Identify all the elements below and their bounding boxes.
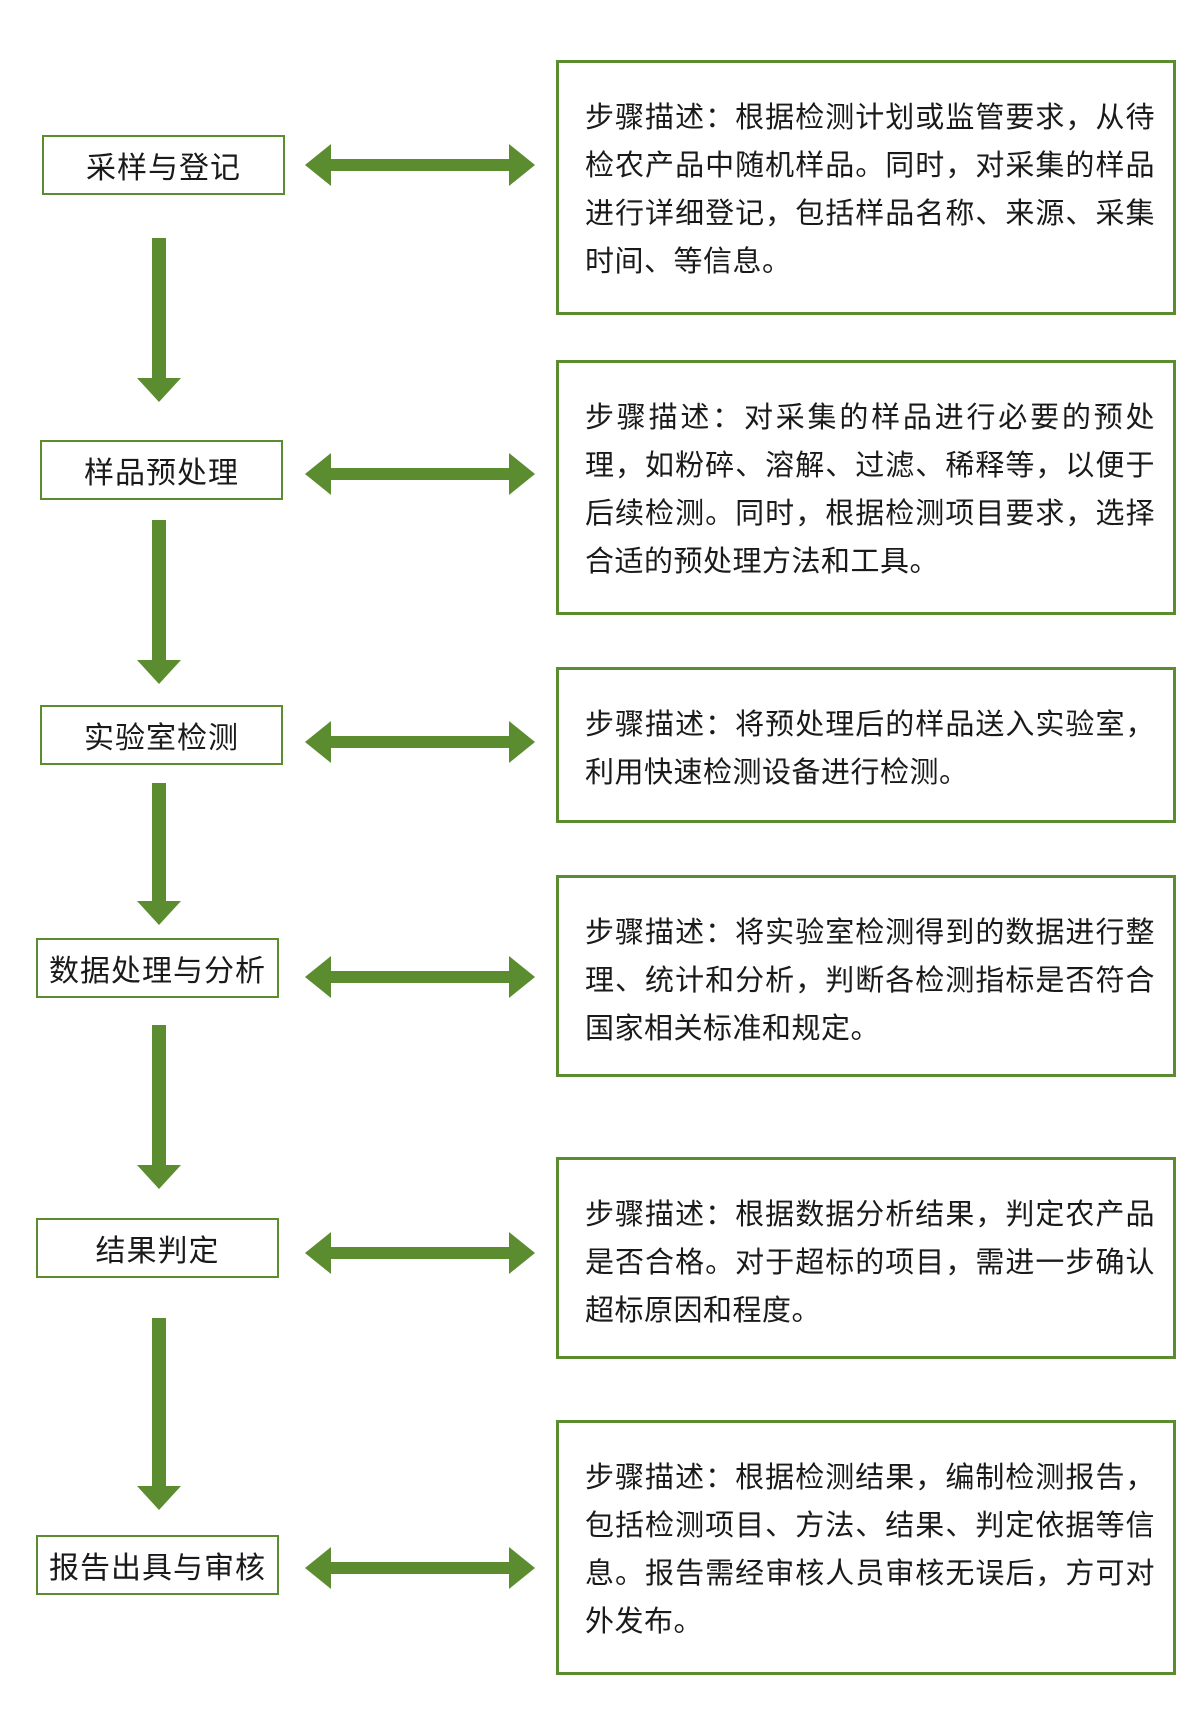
description-text: 步骤描述：将预处理后的样品送入实验室，利用快速检测设备进行检测。 bbox=[585, 707, 1155, 789]
description-box-lab-testing: 步骤描述：将预处理后的样品送入实验室，利用快速检测设备进行检测。 bbox=[556, 667, 1176, 823]
double-arrow-icon bbox=[305, 956, 535, 998]
double-arrow-icon bbox=[305, 721, 535, 763]
description-box-result-judgment: 步骤描述：根据数据分析结果，判定农产品是否合格。对于超标的项目，需进一步确认超标… bbox=[556, 1157, 1176, 1359]
description-box-report-review: 步骤描述：根据检测结果，编制检测报告，包括检测项目、方法、结果、判定依据等信息。… bbox=[556, 1420, 1176, 1675]
step-label: 报告出具与审核 bbox=[49, 1551, 266, 1586]
step-label: 结果判定 bbox=[95, 1234, 220, 1269]
double-arrow-icon bbox=[305, 453, 535, 495]
down-arrow-icon bbox=[137, 1025, 181, 1189]
description-text: 步骤描述：对采集的样品进行必要的预处理，如粉碎、溶解、过滤、稀释等，以便于后续检… bbox=[585, 400, 1155, 578]
step-label: 实验室检测 bbox=[84, 721, 239, 756]
description-text: 步骤描述：根据检测结果，编制检测报告，包括检测项目、方法、结果、判定依据等信息。… bbox=[585, 1460, 1155, 1638]
down-arrow-icon bbox=[137, 1318, 181, 1510]
down-arrow-icon bbox=[137, 238, 181, 402]
description-box-sampling: 步骤描述：根据检测计划或监管要求，从待检农产品中随机样品。同时，对采集的样品进行… bbox=[556, 60, 1176, 315]
double-arrow-icon bbox=[305, 144, 535, 186]
step-box-pretreatment: 样品预处理 bbox=[40, 440, 283, 500]
step-box-result-judgment: 结果判定 bbox=[36, 1218, 279, 1278]
description-text: 步骤描述：将实验室检测得到的数据进行整理、统计和分析，判断各检测指标是否符合国家… bbox=[585, 915, 1155, 1045]
description-box-pretreatment: 步骤描述：对采集的样品进行必要的预处理，如粉碎、溶解、过滤、稀释等，以便于后续检… bbox=[556, 360, 1176, 615]
down-arrow-icon bbox=[137, 783, 181, 925]
description-text: 步骤描述：根据数据分析结果，判定农产品是否合格。对于超标的项目，需进一步确认超标… bbox=[585, 1197, 1155, 1327]
step-label: 数据处理与分析 bbox=[49, 954, 266, 989]
double-arrow-icon bbox=[305, 1232, 535, 1274]
step-box-data-analysis: 数据处理与分析 bbox=[36, 938, 279, 998]
step-box-lab-testing: 实验室检测 bbox=[40, 705, 283, 765]
step-label: 采样与登记 bbox=[86, 151, 241, 186]
step-box-sampling: 采样与登记 bbox=[42, 135, 285, 195]
description-text: 步骤描述：根据检测计划或监管要求，从待检农产品中随机样品。同时，对采集的样品进行… bbox=[585, 100, 1155, 278]
down-arrow-icon bbox=[137, 520, 181, 684]
double-arrow-icon bbox=[305, 1547, 535, 1589]
step-box-report-review: 报告出具与审核 bbox=[36, 1535, 279, 1595]
description-box-data-analysis: 步骤描述：将实验室检测得到的数据进行整理、统计和分析，判断各检测指标是否符合国家… bbox=[556, 875, 1176, 1077]
step-label: 样品预处理 bbox=[84, 456, 239, 491]
